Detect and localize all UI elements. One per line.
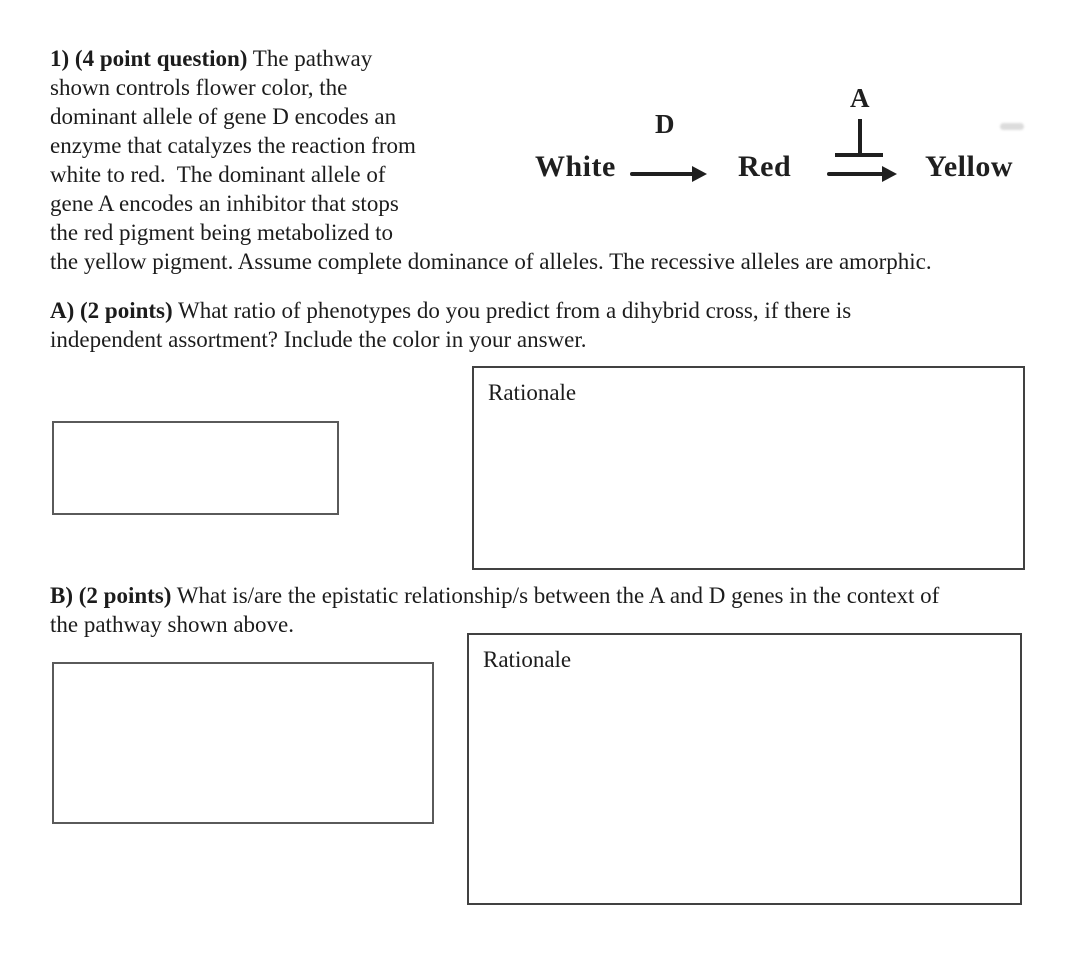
reaction-arrow-red-to-yellow	[827, 166, 897, 182]
part-a-rationale-box[interactable]: Rationale	[472, 366, 1025, 570]
part-b-question: B) (2 points) What is/are the epistatic …	[50, 581, 1050, 639]
substrate-yellow-label: Yellow	[925, 150, 1013, 183]
scan-artifact-smudge	[1000, 123, 1024, 130]
part-a-rationale-label: Rationale	[488, 380, 577, 405]
substrate-red-label: Red	[738, 150, 792, 183]
gene-d-label: D	[655, 109, 675, 139]
pathway-diagram: White D Red A Yellow	[505, 85, 1050, 200]
inhibition-stem-line	[858, 119, 862, 155]
question-1-intro-continuation: the yellow pigment. Assume complete domi…	[50, 249, 932, 274]
substrate-white-label: White	[535, 150, 616, 183]
part-a-question: A) (2 points) What ratio of phenotypes d…	[50, 296, 1050, 354]
part-b-rationale-label: Rationale	[483, 647, 572, 672]
part-b-points-label: B) (2 points)	[50, 583, 172, 608]
arrow-head	[692, 166, 707, 182]
part-b-question-text: What is/are the epistatic relationship/s…	[50, 583, 940, 637]
part-a-points-label: A) (2 points)	[50, 298, 173, 323]
reaction-arrow-white-to-red	[630, 166, 707, 182]
part-a-answer-box[interactable]	[52, 421, 339, 515]
question-1-intro: 1) (4 point question) The pathway shown …	[50, 44, 530, 247]
arrow-head	[882, 166, 897, 182]
inhibition-t-bar	[835, 153, 883, 157]
arrow-shaft	[827, 172, 884, 176]
gene-a-label: A	[850, 83, 870, 113]
part-a-question-text: What ratio of phenotypes do you predict …	[50, 298, 852, 352]
question-1-points-label: 1) (4 point question)	[50, 46, 248, 71]
question-1-intro-text: The pathway shown controls flower color,…	[50, 46, 416, 245]
arrow-shaft	[630, 172, 694, 176]
part-b-answer-box[interactable]	[52, 662, 434, 824]
part-b-rationale-box[interactable]: Rationale	[467, 633, 1022, 905]
